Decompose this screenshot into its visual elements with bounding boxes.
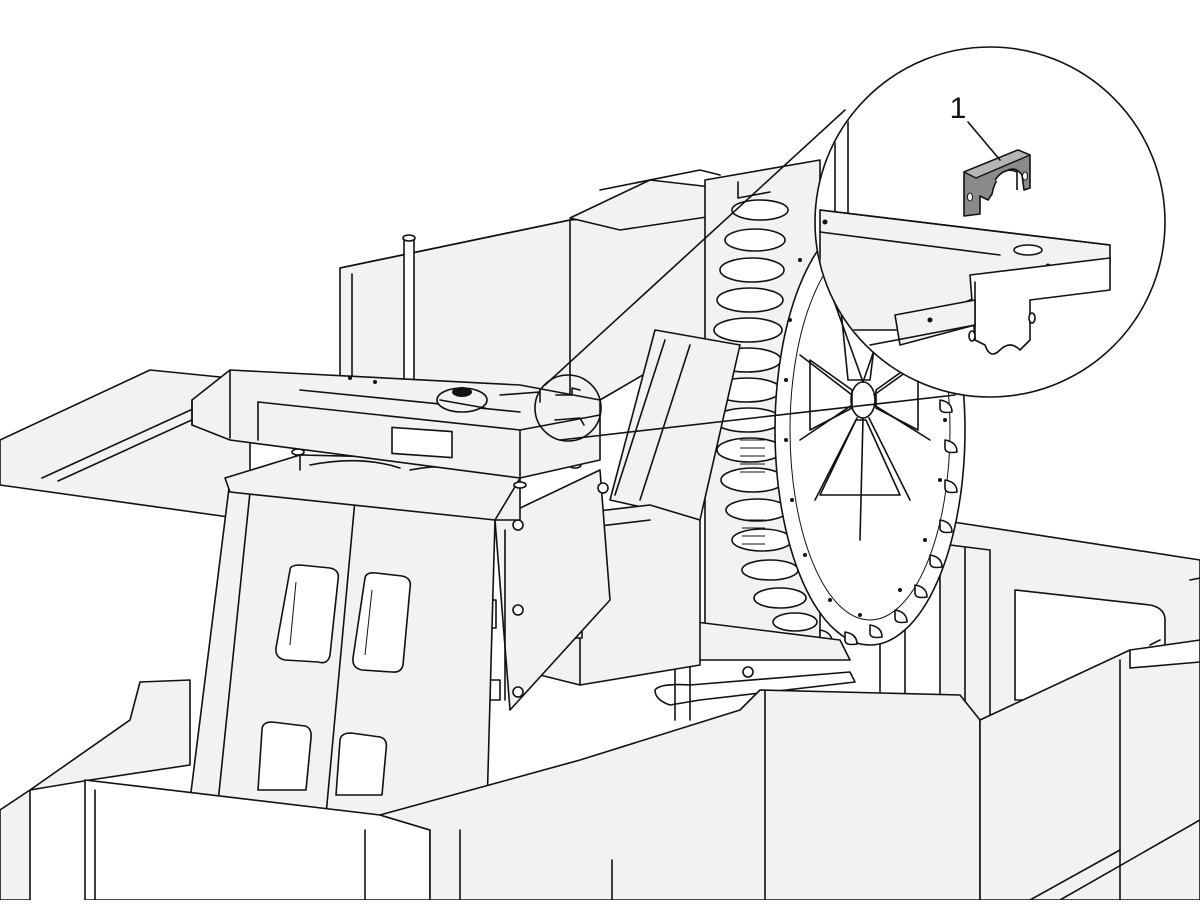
callout-number: 1	[950, 92, 967, 125]
bracket-part	[963, 149, 1031, 217]
tool-changer-arm	[654, 619, 856, 721]
foreground-enclosure	[0, 639, 1200, 901]
carousel-shading	[740, 439, 765, 545]
carousel-holes	[784, 258, 947, 617]
detail-magnified-view: 1	[544, 46, 1166, 441]
detail-source-circle	[534, 374, 602, 442]
vertical-post	[402, 234, 416, 404]
tool-pockets	[712, 199, 818, 632]
main-column	[179, 448, 582, 881]
top-tray	[191, 369, 601, 479]
rear-enclosure	[339, 169, 721, 421]
